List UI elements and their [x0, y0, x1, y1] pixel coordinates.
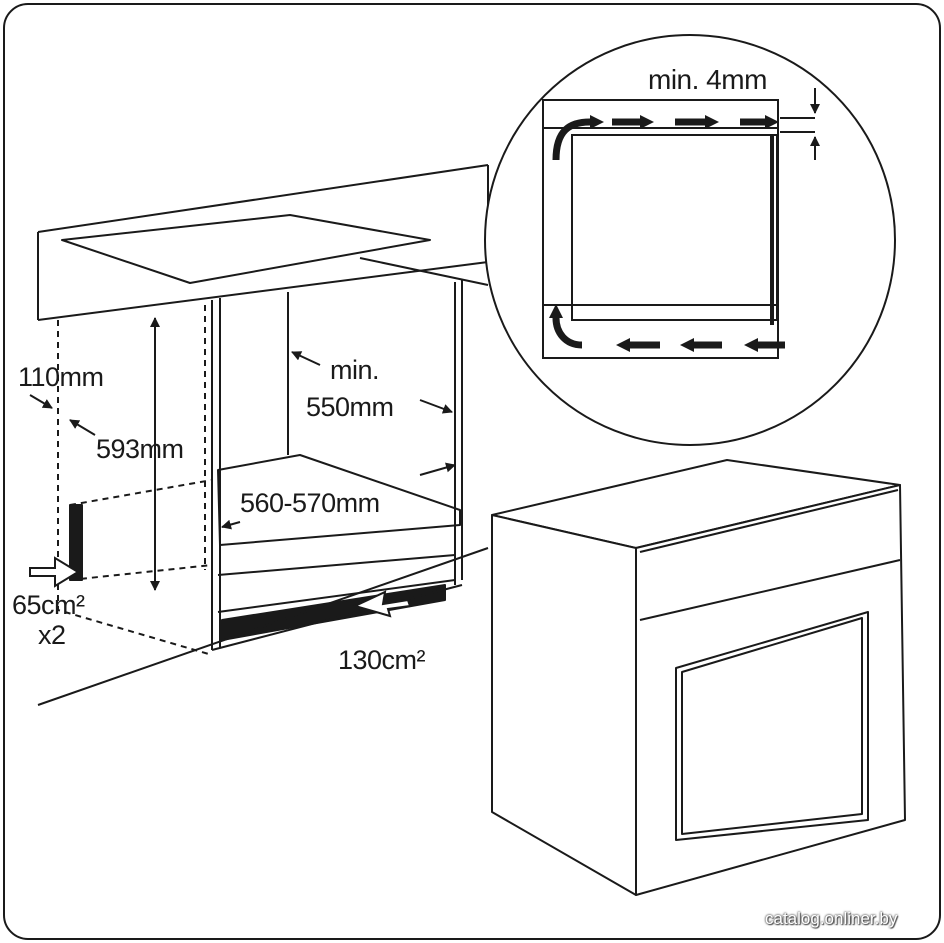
- ventilation-detail: [359, 34, 896, 446]
- oven: [491, 459, 906, 896]
- label-130cm2: 130cm²: [338, 645, 426, 675]
- watermark: catalog.onliner.by: [765, 909, 898, 928]
- label-550mm: 550mm: [306, 392, 394, 422]
- gap-dimension: [780, 88, 820, 160]
- label-593mm: 593mm: [96, 434, 184, 464]
- label-min-4mm: min. 4mm: [648, 64, 767, 95]
- label-min: min.: [330, 355, 380, 385]
- label-110mm: 110mm: [18, 362, 104, 392]
- label-65cm2: 65cm²: [12, 590, 85, 620]
- airflow-arrows: [612, 115, 785, 352]
- label-x2: x2: [38, 620, 66, 650]
- frame-border: [3, 3, 941, 940]
- air-inlet-arrows: [29, 556, 412, 618]
- label-560-570mm: 560-570mm: [240, 488, 380, 518]
- dimension-arrows: [29, 317, 456, 591]
